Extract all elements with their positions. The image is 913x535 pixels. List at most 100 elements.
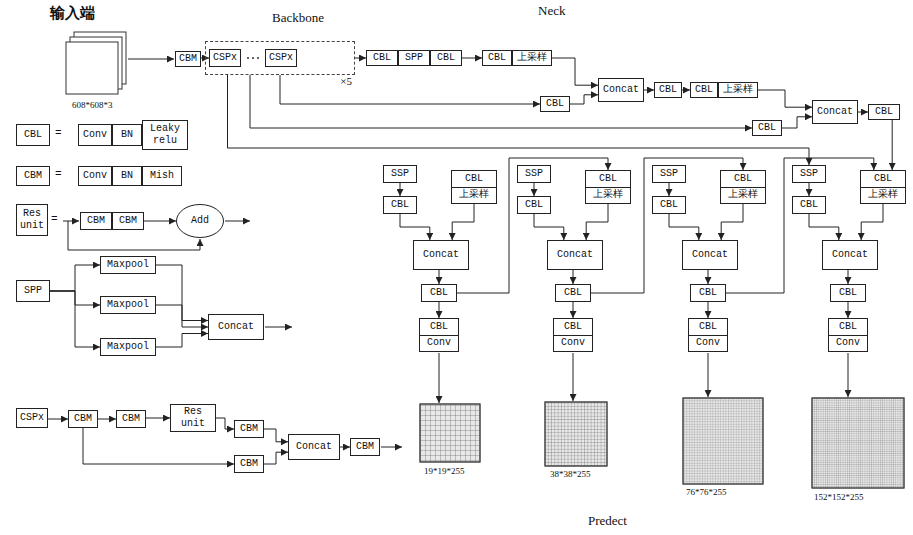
box-label: CBL xyxy=(384,199,416,211)
process-box: CBL xyxy=(366,50,398,66)
connector-arrow xyxy=(573,302,574,318)
box-label: 上采样 xyxy=(452,187,496,204)
box-label: CBM xyxy=(69,413,97,425)
connector-arrow xyxy=(848,270,849,284)
connector-arrow xyxy=(669,214,699,240)
box-label: CSPx xyxy=(17,412,47,424)
output-wire xyxy=(848,353,849,397)
box-label: Conv xyxy=(829,335,867,352)
process-box: Concat xyxy=(812,100,858,124)
process-box: Concat xyxy=(413,240,469,270)
process-box: CBL xyxy=(690,82,718,98)
process-box: CBM xyxy=(80,212,112,230)
box-label: CBM xyxy=(17,170,49,182)
connector-arrow xyxy=(452,204,474,240)
process-box: CBM xyxy=(350,438,380,456)
ellipse-shape xyxy=(177,205,224,238)
output-wire xyxy=(225,221,250,222)
box-label: Maxpool xyxy=(101,299,155,311)
connector-arrow xyxy=(570,95,598,104)
box-label: Concat xyxy=(209,321,263,333)
process-box: Conv xyxy=(78,124,112,146)
box-label: 上采样 xyxy=(513,52,551,64)
box-label: CBL xyxy=(829,319,867,335)
section-title: Predect xyxy=(588,513,627,529)
connector-arrow xyxy=(462,58,482,59)
process-box: Concat xyxy=(208,314,264,340)
connector-arrow xyxy=(708,270,709,284)
process-box: Concat xyxy=(822,240,878,270)
process-box: CBL xyxy=(540,96,570,112)
process-box: Concat xyxy=(682,240,738,270)
box-label: Conv xyxy=(554,335,592,352)
connector-arrow xyxy=(721,204,743,240)
connector-arrow xyxy=(355,58,366,59)
process-box: Conv xyxy=(78,166,112,186)
connector-arrow xyxy=(892,120,893,170)
box-label: 上采样 xyxy=(586,187,630,204)
process-box: CBM xyxy=(234,420,264,438)
connector-arrow xyxy=(644,90,654,91)
box-label: CBL xyxy=(793,199,825,211)
connector-arrow xyxy=(340,447,350,448)
equals-sign: = xyxy=(55,168,62,180)
box-label: CBM xyxy=(235,458,263,470)
process-box: CBL xyxy=(654,82,682,98)
connector-arrow xyxy=(400,183,401,196)
output-wire xyxy=(265,327,292,328)
box-label: SSP xyxy=(384,168,416,180)
process-box: SSP xyxy=(383,165,417,183)
process-box: CBL xyxy=(830,284,866,302)
process-box: CBL xyxy=(690,284,726,302)
connector-arrow xyxy=(400,214,430,240)
box-label: CBL xyxy=(655,84,681,96)
process-box: CBL xyxy=(517,196,551,214)
process-box: CBL xyxy=(421,284,457,302)
output-grid xyxy=(545,402,607,466)
grid-ground xyxy=(545,402,607,466)
section-title: Neck xyxy=(538,3,565,19)
input-image-stack xyxy=(66,32,126,94)
box-label: Concat xyxy=(414,249,468,261)
box-label: Concat xyxy=(548,249,602,261)
connector-arrow xyxy=(573,270,574,284)
box-label: CBL xyxy=(452,171,496,187)
box-label: 上采样 xyxy=(721,187,765,204)
grid-ground xyxy=(683,398,763,484)
process-box: Concat xyxy=(547,240,603,270)
box-label: SSP xyxy=(793,168,825,180)
box-label: Mish xyxy=(143,170,181,182)
connector-arrow xyxy=(50,265,100,291)
feature-grids xyxy=(420,398,904,488)
connector-arrow xyxy=(228,75,810,165)
connector-arrow xyxy=(861,204,883,240)
box-label: CBL xyxy=(541,98,569,110)
connector-arrow xyxy=(848,302,849,318)
box-label: CBL xyxy=(689,319,727,335)
connector-arrow xyxy=(146,418,170,419)
box-label: CBL xyxy=(691,84,717,96)
box-label: CBM xyxy=(351,441,379,453)
box-label: CBL xyxy=(554,319,592,335)
process-box: CBL xyxy=(868,104,900,120)
process-box: CBM xyxy=(234,455,264,473)
ellipsis-dots xyxy=(247,57,259,59)
box-label: Maxpool xyxy=(101,259,155,271)
box-label: CBM xyxy=(81,215,111,227)
box-label: Concat xyxy=(823,249,877,261)
dot xyxy=(257,57,259,59)
box-label: CBL xyxy=(861,171,905,187)
connector-arrow xyxy=(439,270,440,284)
dimension-label: 19*19*255 xyxy=(424,466,465,476)
connector-arrow xyxy=(758,90,812,107)
connector-arrow xyxy=(216,418,234,429)
box-label: Res unit xyxy=(17,208,47,232)
stacked-box: CBLConv xyxy=(828,318,868,352)
process-box: Leaky relu xyxy=(142,120,188,150)
box-label: SPP xyxy=(17,285,49,297)
output-wire xyxy=(381,447,402,448)
dimension-label: 608*608*3 xyxy=(72,100,113,110)
box-label: Conv xyxy=(420,335,458,352)
box-label: Conv xyxy=(79,170,111,182)
process-box: Res unit xyxy=(16,204,48,236)
